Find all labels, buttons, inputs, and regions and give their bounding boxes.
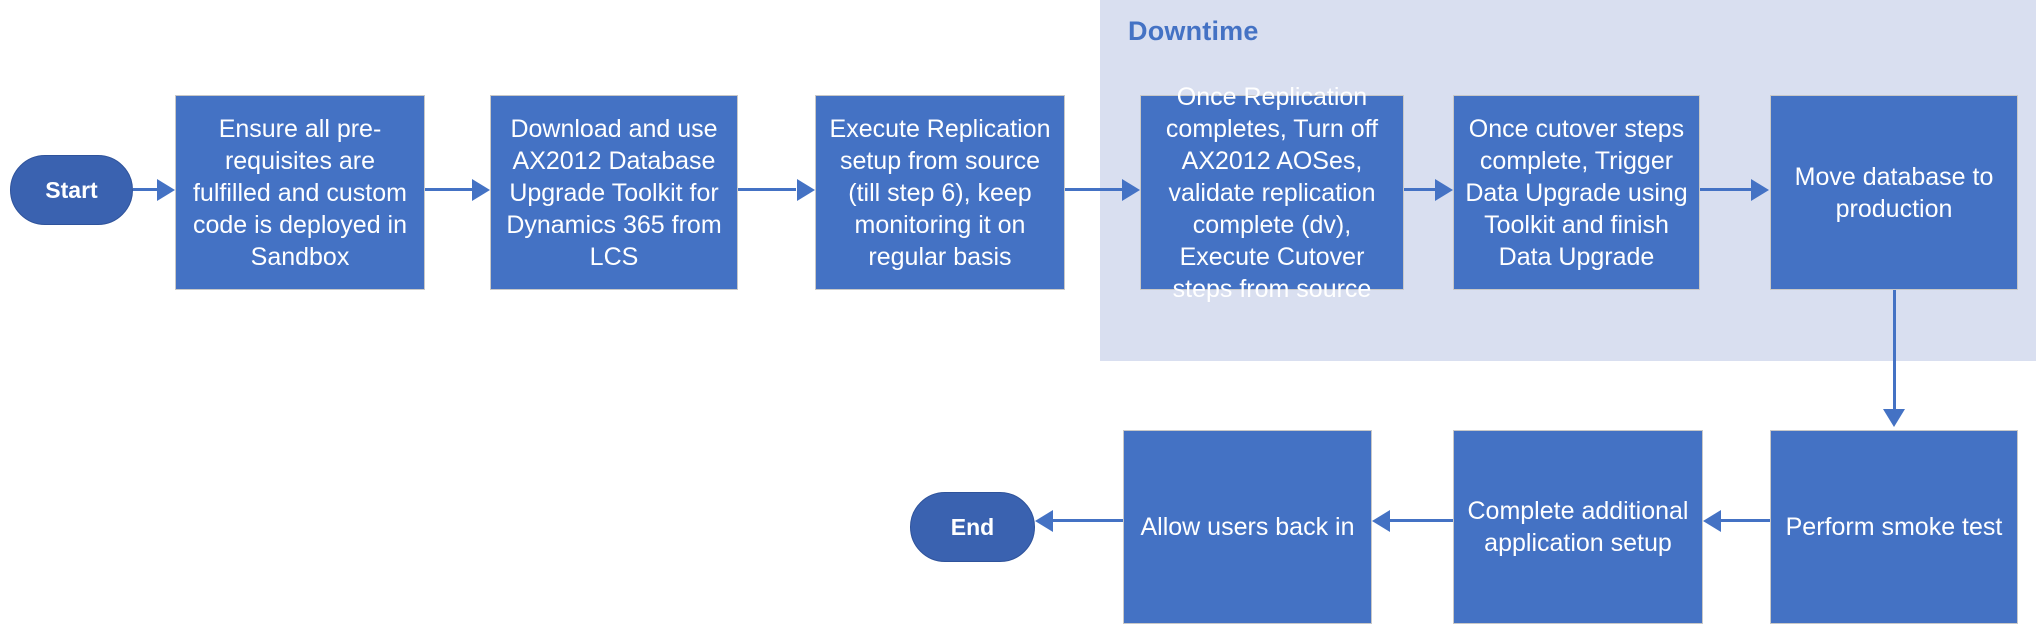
start-terminator[interactable]: Start [10, 155, 133, 225]
node-ensure-prerequisites[interactable]: Ensure all pre-requisites are fulfilled … [175, 95, 425, 290]
arrowhead-right-icon [1435, 179, 1453, 201]
downtime-swimlane-label: Downtime [1128, 16, 1259, 46]
arrowhead-left-icon [1035, 510, 1053, 532]
arrowhead-left-icon [1703, 510, 1721, 532]
node-download-toolkit[interactable]: Download and use AX2012 Database Upgrade… [490, 95, 738, 290]
arrowhead-right-icon [1751, 179, 1769, 201]
node-execute-replication-setup[interactable]: Execute Replication setup from source (t… [815, 95, 1065, 290]
node-move-database-to-production[interactable]: Move database to production [1770, 95, 2018, 290]
arrowhead-right-icon [1122, 179, 1140, 201]
connector-start-to-n1 [133, 188, 163, 191]
connector-n8-to-n9 [1390, 519, 1453, 522]
connector-n3-to-n4 [1065, 188, 1123, 191]
connector-n2-to-n3 [738, 188, 796, 191]
arrowhead-right-icon [157, 179, 175, 201]
connector-n4-to-n5 [1404, 188, 1438, 191]
node-turn-off-aoses-cutover[interactable]: Once Replication completes, Turn off AX2… [1140, 83, 1404, 303]
arrowhead-right-icon [472, 179, 490, 201]
node-perform-smoke-test[interactable]: Perform smoke test [1770, 430, 2018, 624]
node-allow-users-back-in[interactable]: Allow users back in [1123, 430, 1372, 624]
arrowhead-down-icon [1883, 409, 1905, 427]
connector-n7-to-n8 [1721, 519, 1770, 522]
end-terminator[interactable]: End [910, 492, 1035, 562]
connector-n9-to-end [1053, 519, 1123, 522]
node-trigger-data-upgrade[interactable]: Once cutover steps complete, Trigger Dat… [1453, 95, 1700, 290]
arrowhead-right-icon [797, 179, 815, 201]
arrowhead-left-icon [1372, 510, 1390, 532]
connector-n1-to-n2 [425, 188, 480, 191]
node-complete-application-setup[interactable]: Complete additional application setup [1453, 430, 1703, 624]
connector-n5-to-n6 [1700, 188, 1752, 191]
connector-n6-to-n7 [1893, 290, 1896, 412]
